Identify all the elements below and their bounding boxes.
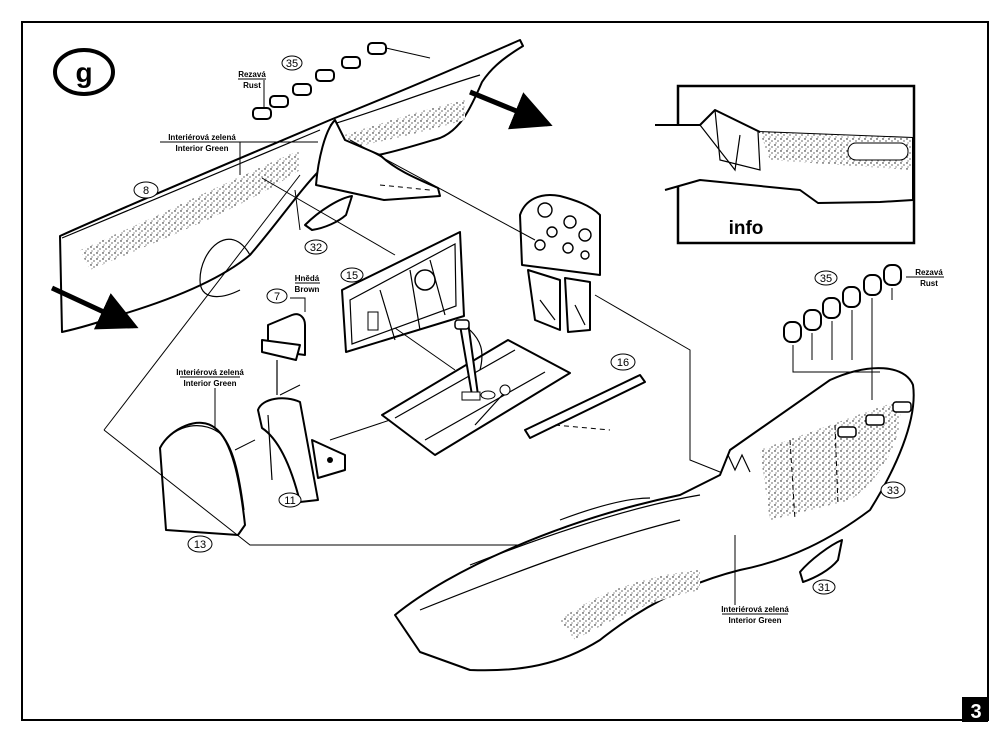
svg-text:8: 8 xyxy=(143,185,149,197)
page-number: 3 xyxy=(962,697,988,723)
part-number-8: 8 xyxy=(133,181,159,199)
part-32: 32 xyxy=(304,195,353,255)
svg-text:Rezavá: Rezavá xyxy=(915,268,943,277)
rust-callout-right: Rezavá Rust xyxy=(906,268,944,288)
svg-text:Brown: Brown xyxy=(295,285,320,294)
svg-text:32: 32 xyxy=(310,242,322,254)
svg-text:Rezavá: Rezavá xyxy=(238,70,266,79)
svg-text:Interior Green: Interior Green xyxy=(729,616,782,625)
svg-text:35: 35 xyxy=(820,273,832,285)
svg-text:Interiérová zelená: Interiérová zelená xyxy=(168,133,236,142)
part-33-fuselage-half: 33 xyxy=(394,367,915,672)
svg-text:31: 31 xyxy=(818,582,830,594)
part-16-bulkhead: 16 xyxy=(524,353,646,439)
svg-text:Interiérová zelená: Interiérová zelená xyxy=(721,605,789,614)
part-15-side-panel: 15 xyxy=(340,231,465,353)
step-badge: g xyxy=(53,48,115,96)
part-number-35-top: 35 xyxy=(286,58,298,70)
part-31: 31 xyxy=(799,539,843,595)
brown-callout: Hnědá Brown xyxy=(295,274,320,294)
svg-text:Hnědá: Hnědá xyxy=(295,274,320,283)
interior-green-callout-top: Interiérová zelená Interior Green xyxy=(160,133,318,175)
step-letter: g xyxy=(75,57,92,88)
svg-text:33: 33 xyxy=(887,485,899,497)
svg-text:13: 13 xyxy=(194,539,206,551)
arrow-left xyxy=(50,285,139,330)
svg-text:Interior Green: Interior Green xyxy=(176,144,229,153)
interior-green-callout-bottom: Interiérová zelená Interior Green xyxy=(721,535,789,625)
part-35-right-exhaust-stubs: 35 xyxy=(783,264,902,400)
info-inset: info xyxy=(655,84,916,245)
svg-text:Rust: Rust xyxy=(920,279,938,288)
svg-text:16: 16 xyxy=(617,357,629,369)
svg-text:7: 7 xyxy=(274,291,280,303)
svg-text:Rust: Rust xyxy=(243,81,261,90)
rust-callout-top: Rezavá Rust xyxy=(238,70,266,90)
page-frame xyxy=(21,21,989,721)
svg-text:11: 11 xyxy=(284,495,295,507)
info-label: info xyxy=(729,218,764,239)
svg-text:3: 3 xyxy=(970,701,981,723)
cockpit-floor xyxy=(381,319,571,456)
svg-text:Interiérová zelená: Interiérová zelená xyxy=(176,368,244,377)
svg-text:Interior Green: Interior Green xyxy=(184,379,237,388)
part-13-bulkhead: 13 xyxy=(159,421,246,553)
part-11-seat: 11 xyxy=(257,360,346,508)
svg-text:15: 15 xyxy=(346,270,358,282)
instrument-panel xyxy=(519,194,601,333)
arrow-top xyxy=(469,89,553,130)
part-7-armor: 7 xyxy=(261,288,306,361)
part-35-top-exhaust-stubs: 35 xyxy=(252,42,431,120)
